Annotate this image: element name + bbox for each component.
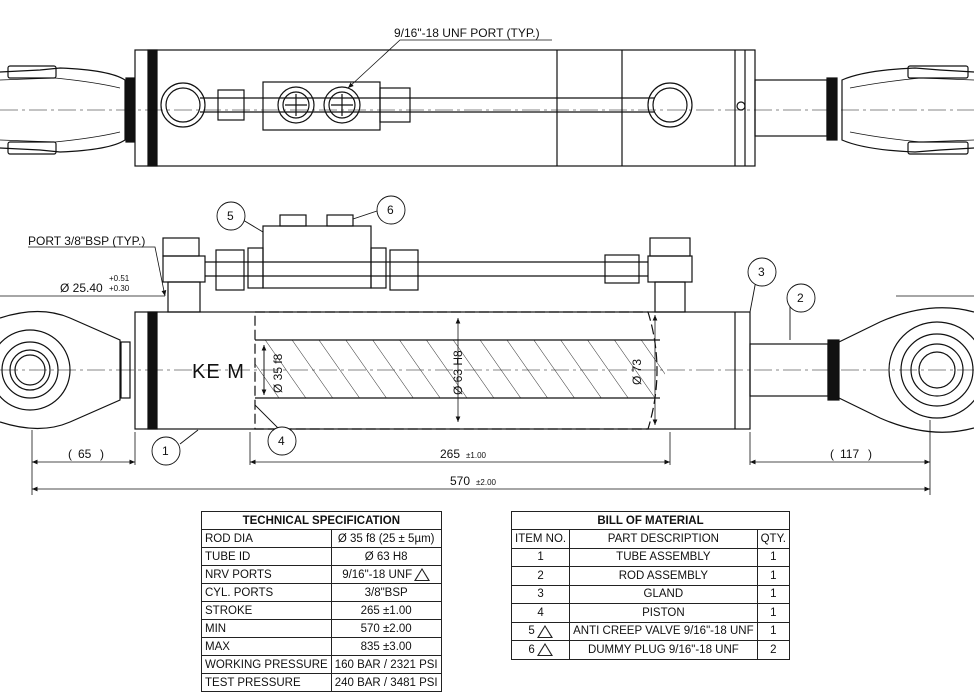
spec-label: STROKE: [201, 601, 332, 620]
front-view: [0, 214, 974, 433]
spec-label: ROD DIA: [201, 529, 332, 548]
spec-label: CYL. PORTS: [201, 583, 332, 602]
bom-desc: ANTI CREEP VALVE 9/16"-18 UNF: [569, 621, 758, 641]
spec-value: Ø 63 H8: [330, 547, 442, 566]
bill-of-material-table: BILL OF MATERIAL ITEM NO. PART DESCRIPTI…: [510, 511, 790, 660]
bom-title: BILL OF MATERIAL: [511, 511, 790, 530]
spec-value: 570 ±2.00: [330, 619, 442, 638]
balloon-2: 2: [797, 291, 804, 305]
dim-left-end: 65: [78, 447, 92, 461]
spec-value: 9/16"-18 UNF: [342, 568, 413, 581]
dim-overall: 570: [450, 474, 470, 488]
spec-value: 265 ±1.00: [330, 601, 442, 620]
dim-stroke: 265: [440, 447, 460, 461]
front-valve-block: [262, 225, 372, 289]
pin-dia-callout: Ø 25.40: [60, 281, 103, 295]
svg-text:(: (: [830, 447, 834, 461]
pin-tol-minus: +0.30: [109, 284, 130, 293]
tube-od-callout: Ø 73: [630, 359, 644, 385]
bom-header-item: ITEM NO.: [510, 529, 571, 549]
bom-item: 4: [510, 603, 571, 623]
side-port-callout: PORT 3/8"BSP (TYP.): [28, 234, 145, 248]
spec-value: Ø 35 f8 (25 ± 5µm): [330, 529, 442, 548]
spec-value: 835 ±3.00: [330, 637, 442, 656]
bom-item: 2: [510, 566, 571, 586]
bom-qty: 1: [756, 566, 790, 586]
spec-label: WORKING PRESSURE: [201, 655, 332, 674]
bom-desc: DUMMY PLUG 9/16"-18 UNF: [569, 640, 758, 660]
top-view: [0, 39, 974, 167]
bom-desc: GLAND: [569, 584, 758, 604]
balloon-1: 1: [162, 444, 169, 458]
balloon-4: 4: [278, 434, 285, 448]
dim-right-end: 117: [840, 447, 859, 461]
warning-triangle-icon: [414, 567, 431, 581]
bom-item: 5: [528, 625, 535, 638]
top-valve-block: [262, 81, 381, 131]
spec-label: MAX: [201, 637, 332, 656]
warning-triangle-icon: [536, 643, 553, 657]
top-right-clevis: [841, 65, 974, 155]
svg-text:): ): [868, 447, 872, 461]
table-row: NRV PORTS 9/16"-18 UNF: [201, 565, 442, 584]
svg-text:): ): [100, 447, 104, 461]
bom-item: 6: [528, 643, 535, 656]
top-port-callout: 9/16"-18 UNF PORT (TYP.): [394, 26, 540, 40]
spec-label: NRV PORTS: [201, 565, 332, 584]
svg-text:(: (: [68, 447, 72, 461]
bom-desc: PISTON: [569, 603, 758, 623]
dimension-lines: [31, 420, 931, 495]
balloon-circles: [151, 195, 816, 466]
bom-header-qty: QTY.: [756, 529, 790, 549]
spec-value: 240 BAR / 3481 PSI: [330, 673, 442, 692]
bom-item: 1: [510, 547, 571, 567]
spec-label: TUBE ID: [201, 547, 332, 566]
right-eye-end: [838, 307, 974, 433]
bom-desc: ROD ASSEMBLY: [569, 566, 758, 586]
warning-triangle-icon: [536, 624, 553, 638]
bom-item: 3: [510, 584, 571, 604]
bom-qty: 1: [756, 603, 790, 623]
bom-qty: 2: [756, 640, 790, 660]
dim-overall-tol: ±2.00: [476, 478, 497, 487]
pin-tol-plus: +0.51: [109, 274, 130, 283]
spec-value: 3/8"BSP: [330, 583, 442, 602]
front-leaders: [0, 246, 974, 425]
rod-dia-callout: Ø 35 f8: [271, 353, 285, 393]
top-tube: [134, 49, 756, 167]
spec-value: 160 BAR / 2321 PSI: [330, 655, 442, 674]
cylinder-drawing: 9/16"-18 UNF PORT (TYP.): [0, 26, 974, 495]
balloon-5: 5: [227, 209, 234, 223]
spec-title: TECHNICAL SPECIFICATION: [201, 511, 442, 530]
bom-qty: 1: [756, 621, 790, 641]
bom-qty: 1: [756, 547, 790, 567]
bom-desc: TUBE ASSEMBLY: [569, 547, 758, 567]
spec-label: TEST PRESSURE: [201, 673, 332, 692]
logo-text: KE M: [192, 361, 245, 383]
bom-qty: 1: [756, 584, 790, 604]
bore-dia-callout: Ø 63 H8: [451, 350, 465, 395]
balloon-3: 3: [758, 265, 765, 279]
balloon-6: 6: [387, 203, 394, 217]
left-eye-end: [0, 310, 131, 430]
spec-label: MIN: [201, 619, 332, 638]
dim-stroke-tol: ±1.00: [466, 451, 487, 460]
bom-header-desc: PART DESCRIPTION: [569, 529, 758, 549]
